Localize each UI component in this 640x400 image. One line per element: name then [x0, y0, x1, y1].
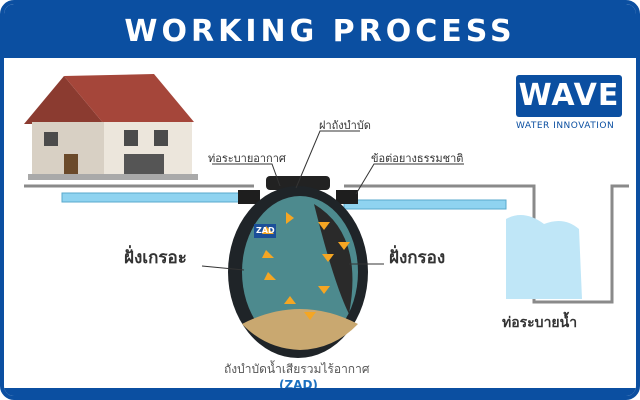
house-image [24, 74, 198, 180]
zad-tank [228, 176, 368, 358]
page-title: WORKING PROCESS [4, 4, 636, 58]
wave-logo: WAVE [516, 75, 622, 117]
tank-badge: ZAD [256, 226, 275, 235]
inlet-pipe [61, 192, 253, 203]
logo-tagline: WATER INNOVATION [516, 121, 615, 131]
label-vent-pipe: ท่อระบายอากาศ [208, 152, 286, 165]
footer-bar [4, 388, 636, 396]
outlet-pipe [343, 199, 507, 210]
drain-water [506, 215, 582, 299]
process-illustration [24, 74, 629, 358]
label-tank-lid: ฝาถังบำบัด [319, 119, 371, 132]
label-drain: ท่อระบายน้ำ [502, 315, 578, 331]
label-rubber-joint: ข้อต่อยางธรรมชาติ [371, 152, 464, 165]
flow-arrows [262, 212, 350, 320]
label-filtration: ฝั่งกรอง [389, 248, 446, 268]
label-sedimentation: ฝั่งเกรอะ [124, 248, 187, 268]
label-tank-name: ถังบำบัดน้ำเสียรวมไร้อากาศ [224, 362, 370, 376]
